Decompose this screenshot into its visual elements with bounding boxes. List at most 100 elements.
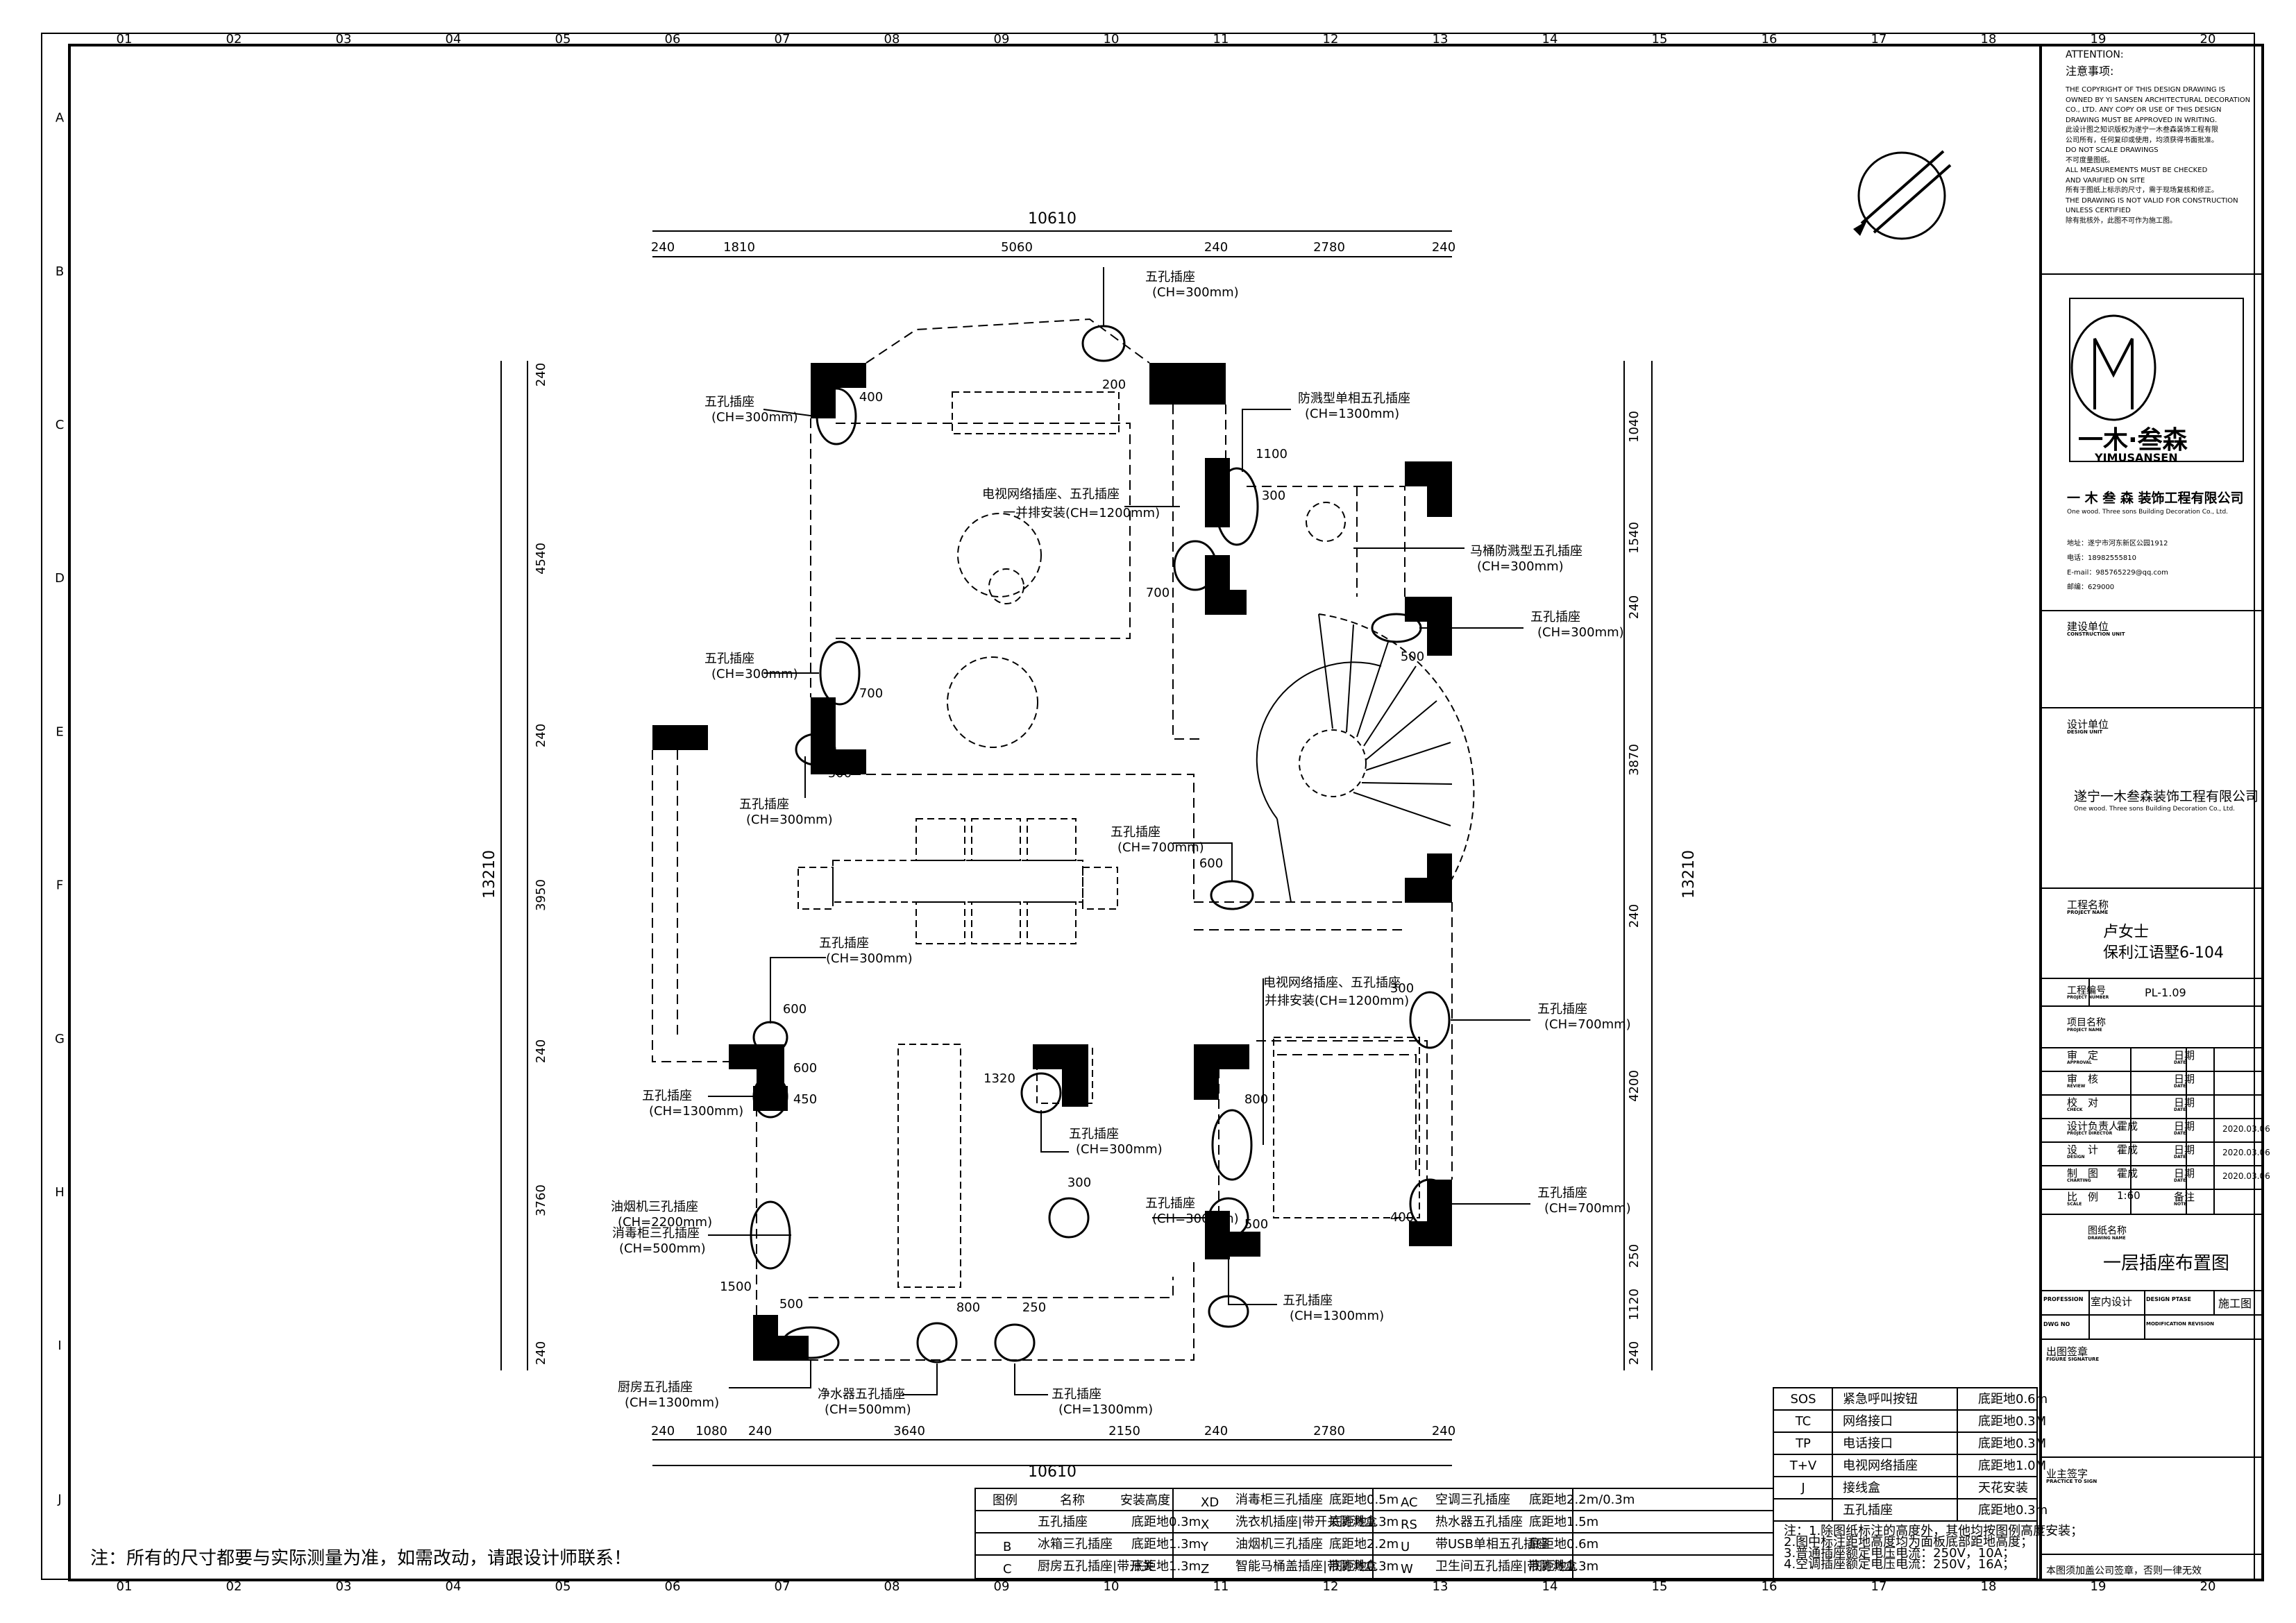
- dimension-inner: 400: [859, 390, 883, 405]
- grid-column-label: 17: [1871, 1579, 1887, 1594]
- grid-row-label: H: [55, 1185, 65, 1200]
- grid-column-label: 14: [1542, 32, 1558, 46]
- profession: 室内设计: [2091, 1295, 2133, 1308]
- grid-column-label: 20: [2200, 32, 2216, 46]
- outer-frame: [41, 33, 2255, 1580]
- outlet-callout-height: (CH=1300mm): [1058, 1402, 1153, 1417]
- outlet-callout-label: 五孔插座: [1145, 1196, 1195, 1211]
- general-note: 注：所有的尺寸都要与实际测量为准，如需改动，请跟设计师联系！: [90, 1548, 632, 1569]
- outlet-callout-height: (CH=300mm): [1076, 1142, 1163, 1157]
- dimension-inner: 250: [1022, 1300, 1046, 1315]
- legend-header: 名称: [1060, 1493, 1085, 1508]
- outlet-callout-label: 五孔插座: [819, 936, 869, 951]
- legend-code: RS: [1401, 1518, 1417, 1532]
- dimension-segment-bottom: 2150: [1108, 1424, 1140, 1438]
- grid-column-label: 13: [1433, 1579, 1449, 1594]
- grid-column-label: 18: [1981, 1579, 1997, 1594]
- attention-line: OWNED BY YI SANSEN ARCHITECTURAL DECORAT…: [2066, 96, 2251, 104]
- grid-column-label: 16: [1762, 1579, 1778, 1594]
- attention-line: THE COPYRIGHT OF THIS DESIGN DRAWING IS: [2066, 86, 2226, 94]
- address-line: 地址：遂宁市河东新区公园1912: [2067, 540, 2168, 547]
- grid-column-label: 16: [1762, 32, 1778, 46]
- attention-line: DO NOT SCALE DRAWINGS: [2066, 146, 2159, 154]
- outlet-callout-label: 防溅型单相五孔插座: [1298, 391, 1410, 406]
- legend-name: 电视网络插座: [1843, 1459, 1918, 1473]
- dimension-segment-left: 3950: [534, 879, 548, 911]
- dimension-inner: 700: [859, 686, 883, 701]
- dimension-segment-bottom: 240: [1204, 1424, 1228, 1438]
- outlet-callout-label: 五孔插座: [739, 797, 789, 812]
- legend-code: U: [1401, 1540, 1410, 1554]
- legend-name: 空调三孔插座: [1435, 1493, 1510, 1507]
- outlet-callout-height: (CH=500mm): [619, 1241, 706, 1256]
- legend-name: 卫生间五孔插座|带防溅盒: [1435, 1559, 1577, 1574]
- dimension-segment-right: 1040: [1627, 411, 1641, 443]
- legend-table: [974, 1387, 2038, 1579]
- grid-column-label: 05: [555, 32, 571, 46]
- footer-note: 本图须加盖公司签章，否则一律无效: [2046, 1565, 2202, 1577]
- approval-role-en: PROJECT DIRECTOR: [2067, 1131, 2113, 1136]
- dimension-segment-top: 240: [1204, 240, 1228, 255]
- project-name-client: 卢女士: [2103, 924, 2150, 941]
- dimension-segment-top: 1810: [723, 240, 755, 255]
- legend-name: 电话接口: [1843, 1436, 1893, 1451]
- outlet-callout-label: 一并排安装(CH=1200mm): [1003, 506, 1160, 520]
- outlet-callout-label: 五孔插座: [1145, 270, 1195, 284]
- approval-date-label: 日期: [2174, 1144, 2195, 1156]
- approval-role-en: DESIGN: [2067, 1155, 2085, 1159]
- project-lead-label-en: PROJECT NAME: [2067, 1028, 2102, 1033]
- outlet-callout-label: 五孔插座: [1111, 825, 1160, 840]
- dimension-inner: 300: [1262, 488, 1285, 503]
- grid-column-label: 20: [2200, 1579, 2216, 1594]
- approval-date-label-en: NOTE: [2174, 1202, 2187, 1207]
- grid-column-label: 07: [775, 32, 791, 46]
- legend-height: 底距地0.5m: [1329, 1493, 1399, 1507]
- dimension-inner: 800: [956, 1300, 980, 1315]
- approval-date-label-en: DATE: [2174, 1155, 2186, 1159]
- dimension-inner: 700: [1146, 586, 1170, 600]
- dimension-lines: [500, 230, 1653, 1466]
- legend-height: 底距地1.3m: [1529, 1559, 1598, 1574]
- dimension-segment-right: 3870: [1627, 744, 1641, 776]
- signature-label-en: FIGURE SIGNATURE: [2046, 1357, 2100, 1362]
- legend-height: 底距地1.5m: [1529, 1515, 1598, 1529]
- project-name-site: 保利江语墅6-104: [2103, 944, 2224, 962]
- attention-line: 除有批核外，此图不可作为施工图。: [2066, 216, 2177, 225]
- approval-date-label-en: DATE: [2174, 1060, 2186, 1065]
- outlet-callout-label: 消毒柜三孔插座: [612, 1226, 700, 1241]
- outlet-callout-label: 电视网络插座、五孔插座: [1263, 976, 1401, 990]
- legend-name: 冰箱三孔插座: [1038, 1537, 1113, 1552]
- dimension-inner: 450: [793, 1092, 817, 1107]
- legend-code: B: [1003, 1540, 1011, 1554]
- profession-label: PROFESSION: [2043, 1296, 2084, 1302]
- attention-line: 此设计图之知识版权为遂宁一木叁森装饰工程有限: [2066, 126, 2218, 134]
- dimension-total-right: 13210: [1680, 850, 1698, 899]
- outlet-callout-label: 五孔插座: [1069, 1127, 1119, 1141]
- grid-column-label: 02: [226, 1579, 242, 1594]
- approval-role-en: CHECK: [2067, 1107, 2083, 1112]
- grid-column-label: 06: [665, 1579, 681, 1594]
- dimension-inner: 600: [793, 1061, 817, 1076]
- legend-code: J: [1800, 1481, 1805, 1495]
- dimension-segment-top: 2780: [1313, 240, 1345, 255]
- attention-title: ATTENTION:: [2066, 49, 2124, 60]
- attention-line: 所有于图纸上标示的尺寸，需于现场复核和修正。: [2066, 187, 2218, 194]
- legend-code: W: [1401, 1562, 1413, 1577]
- grid-column-label: 12: [1323, 32, 1339, 46]
- legend-height: 天花安装: [1978, 1481, 2028, 1495]
- dimension-total-bottom: 10610: [1028, 1463, 1077, 1481]
- legend-note: 3.普通插座额定电压电流：250V，10A；: [1784, 1546, 2015, 1561]
- modification-label: MODIFICATION REVISION: [2146, 1321, 2215, 1327]
- outlet-callout-label: 五孔插座: [704, 652, 754, 666]
- grid-column-label: 01: [117, 32, 133, 46]
- outlet-callout-height: (CH=1300mm): [1290, 1309, 1384, 1323]
- dimension-segment-top: 5060: [1001, 240, 1033, 255]
- approval-date-label: 日期: [2174, 1049, 2195, 1062]
- grid-row-label: A: [56, 111, 65, 126]
- grid-row-label: J: [57, 1492, 61, 1506]
- dimension-segment-left: 240: [534, 1039, 548, 1063]
- grid-column-label: 13: [1433, 32, 1449, 46]
- attention-title-cn: 注意事项:: [2066, 65, 2114, 78]
